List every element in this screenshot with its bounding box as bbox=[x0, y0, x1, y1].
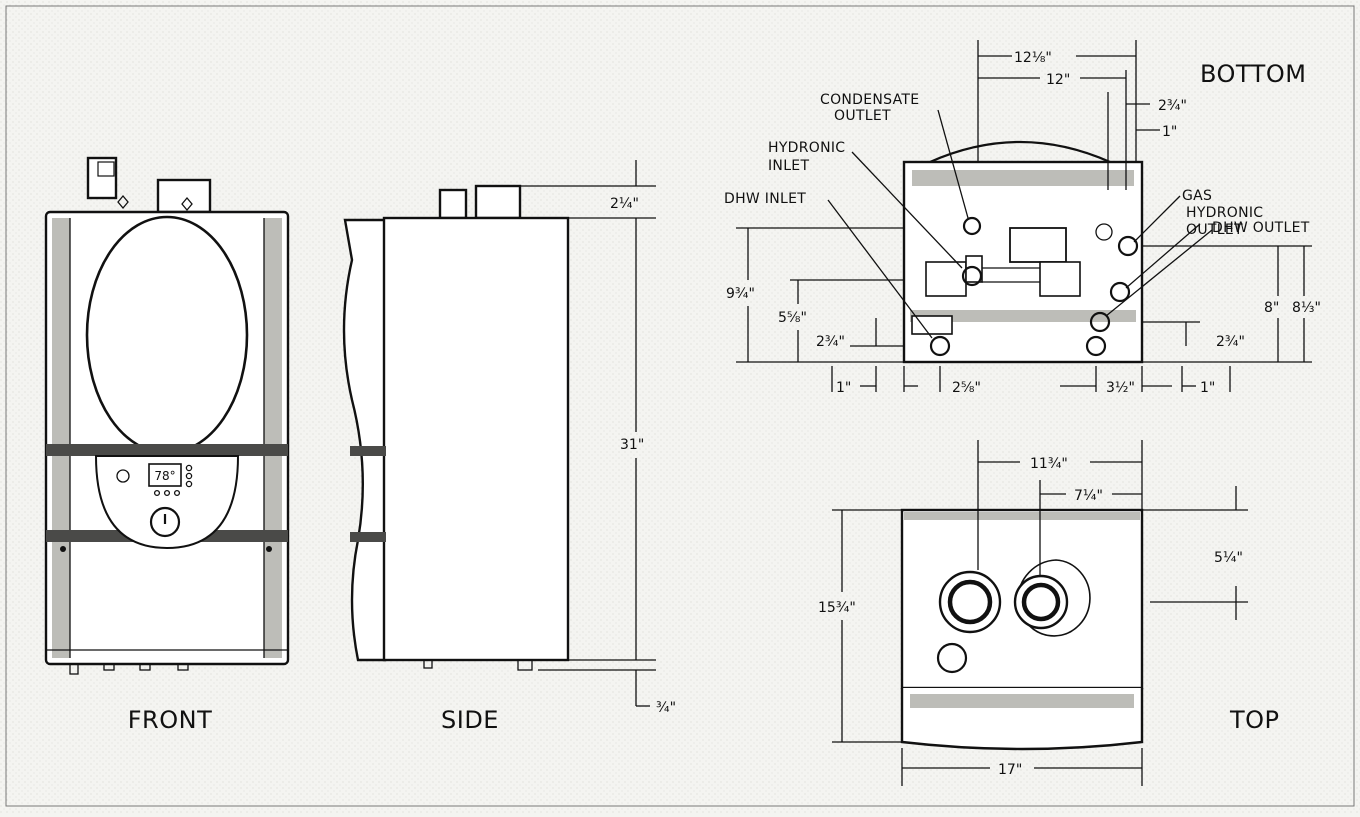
dim-top-width: 17" bbox=[998, 762, 1022, 778]
dim-side-bottom-stub: ¾" bbox=[656, 700, 676, 716]
side-band-lower bbox=[350, 532, 386, 542]
front-fitting-box bbox=[97, 161, 115, 177]
dim-bottom-left-mid: 5⅝" bbox=[778, 310, 807, 326]
dim-bottom-base-right: 1" bbox=[1200, 380, 1215, 396]
front-button-icon bbox=[116, 469, 130, 483]
bottom-gas-valve bbox=[1009, 227, 1067, 263]
label-condensate-line1: CONDENSATE bbox=[820, 92, 919, 108]
hydronic-inlet-icon bbox=[961, 265, 983, 287]
front-display bbox=[148, 463, 182, 487]
dim-bottom-width-outer: 12⅛" bbox=[1014, 50, 1052, 66]
dim-bottom-base-left: 1" bbox=[836, 380, 851, 396]
dim-bottom-base-right-mid: 3½" bbox=[1106, 380, 1135, 396]
label-hydronic-outlet-line2: OUTLET bbox=[1186, 222, 1243, 238]
front-window-oval bbox=[85, 215, 249, 455]
condensate-outlet-icon bbox=[962, 216, 982, 236]
dhw-inlet-icon bbox=[929, 335, 951, 357]
dim-bottom-left-low: 2¾" bbox=[816, 334, 845, 350]
dim-top-width-outer: 11¾" bbox=[1030, 456, 1068, 472]
label-dhw-outlet: DHW OUTLET bbox=[1212, 220, 1310, 236]
front-control-panel bbox=[94, 455, 240, 550]
dim-top-width-inner: 7¼" bbox=[1074, 488, 1103, 504]
side-front-profile bbox=[342, 218, 387, 662]
label-hydronic-inlet-line1: HYDRONIC bbox=[768, 140, 845, 156]
side-cabinet bbox=[382, 216, 570, 662]
front-fitting-diamond-right bbox=[181, 196, 193, 212]
front-fitting-diamond-left bbox=[117, 194, 129, 210]
front-view: 78° FRONT bbox=[44, 156, 290, 734]
bottom-view: BOTTOM CONDENSATE OUTLET HYDRONIC INLET … bbox=[724, 40, 1321, 396]
dim-bottom-width-inner: 12" bbox=[1046, 72, 1070, 88]
label-dhw-inlet: DHW INLET bbox=[724, 191, 806, 207]
front-left-edge bbox=[52, 218, 70, 658]
side-fitting-left bbox=[438, 188, 468, 220]
top-view: TOP 11¾" 7¼" 5¼" 15¾" 17" bbox=[818, 440, 1280, 786]
front-band-upper bbox=[46, 444, 288, 456]
side-fitting-right bbox=[474, 184, 522, 220]
bottom-view-label: BOTTOM bbox=[1200, 60, 1306, 88]
label-condensate-line2: OUTLET bbox=[834, 108, 891, 124]
bottom-top-rail bbox=[912, 170, 1134, 186]
side-view: SIDE 2¼" 31" ¾" bbox=[342, 160, 676, 734]
dim-bottom-right-mid: 8" bbox=[1264, 300, 1279, 316]
top-view-label: TOP bbox=[1229, 706, 1280, 734]
top-small-port bbox=[936, 642, 968, 674]
label-hydronic-outlet-line1: HYDRONIC bbox=[1186, 205, 1263, 221]
dim-top-depth: 15¾" bbox=[818, 600, 856, 616]
dim-top-depth-small: 5¼" bbox=[1214, 550, 1243, 566]
hydronic-outlet-icon bbox=[1109, 281, 1131, 303]
dim-bottom-right-offset: 2¾" bbox=[1158, 98, 1187, 114]
dim-bottom-right-small: 1" bbox=[1162, 124, 1177, 140]
bottom-hood-curve bbox=[929, 140, 1111, 164]
dim-side-total-height: 31" bbox=[620, 437, 644, 453]
dim-bottom-right-low: 2¾" bbox=[1216, 334, 1245, 350]
dim-bottom-left-height: 9¾" bbox=[726, 286, 755, 302]
gas-inlet-icon bbox=[1117, 235, 1139, 257]
front-view-label: FRONT bbox=[128, 706, 212, 734]
side-view-label: SIDE bbox=[441, 706, 499, 734]
front-display-temperature: 78° bbox=[154, 469, 175, 483]
front-right-edge bbox=[264, 218, 282, 658]
top-front-rail bbox=[910, 694, 1134, 708]
dim-side-top-height: 2¼" bbox=[610, 196, 639, 212]
dim-bottom-base-mid: 2⅝" bbox=[952, 380, 981, 396]
sheet-border bbox=[5, 5, 1355, 807]
dim-bottom-right-high: 8⅓" bbox=[1292, 300, 1321, 316]
label-hydronic-inlet-line2: INLET bbox=[768, 158, 809, 174]
label-gas: GAS bbox=[1182, 188, 1212, 204]
dhw-outlet-icon bbox=[1089, 311, 1111, 333]
bottom-lower-rail bbox=[910, 310, 1136, 322]
side-band-upper bbox=[350, 446, 386, 456]
